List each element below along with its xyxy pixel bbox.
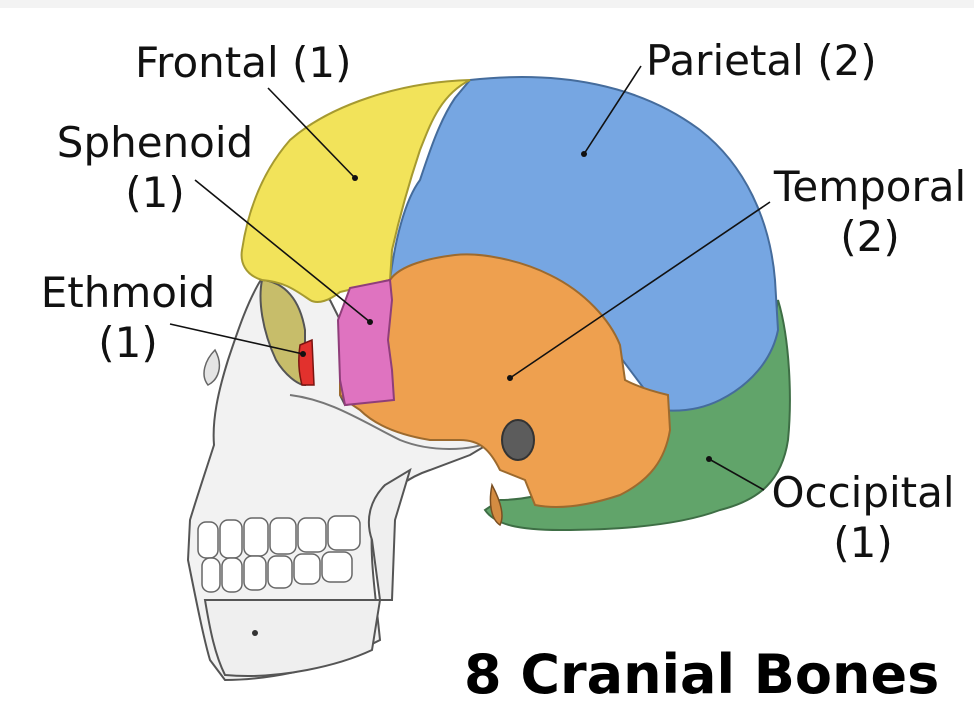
parietal-label: Parietal (2)	[646, 36, 877, 86]
occipital-leader	[708, 458, 765, 491]
sphenoid-label-text: Sphenoid	[56, 118, 254, 167]
temporal-bone	[339, 253, 672, 508]
sphenoid-label-count: (1)	[125, 168, 185, 217]
ear-canal	[501, 419, 535, 461]
temporal-label-count: (2)	[840, 212, 900, 261]
frontal-leader	[267, 87, 356, 179]
mental-foramen	[252, 630, 258, 636]
temporal-label-text: Temporal	[773, 162, 967, 211]
sphenoid-bone	[336, 278, 396, 407]
parietal-leader	[583, 65, 642, 155]
leader-dots	[300, 151, 712, 462]
ethmoid-label: Ethmoid (1)	[36, 268, 220, 368]
parietal-label-text: Parietal	[646, 36, 804, 85]
top-border-strip	[0, 0, 974, 8]
sphenoid-leader	[194, 179, 371, 323]
occipital-label-text: Occipital	[771, 468, 955, 517]
ethmoid-label-count: (1)	[98, 318, 158, 367]
frontal-label-text: Frontal	[135, 38, 279, 87]
temporal-leader	[509, 201, 771, 379]
occipital-label: Occipital (1)	[766, 468, 960, 568]
parietal-bone	[388, 76, 780, 412]
eye-orbit	[259, 278, 306, 387]
mandible	[203, 467, 412, 677]
frontal-bone	[240, 79, 471, 303]
mastoid-process	[489, 482, 503, 527]
frontal-label-count: (1)	[292, 38, 352, 87]
zygomatic-arch	[289, 394, 496, 450]
nasal-aperture	[203, 348, 221, 386]
ethmoid-label-text: Ethmoid	[40, 268, 216, 317]
ethmoid-bone	[297, 338, 315, 386]
temporal-label: Temporal (2)	[768, 162, 972, 262]
sphenoid-label: Sphenoid (1)	[52, 118, 258, 218]
parietal-label-count: (2)	[817, 36, 877, 85]
occipital-label-count: (1)	[833, 518, 893, 567]
diagram-title: 8 Cranial Bones	[464, 643, 940, 706]
lower-teeth	[201, 551, 353, 593]
frontal-label: Frontal (1)	[135, 38, 352, 88]
leader-lines	[169, 65, 771, 491]
ethmoid-leader	[169, 323, 304, 355]
